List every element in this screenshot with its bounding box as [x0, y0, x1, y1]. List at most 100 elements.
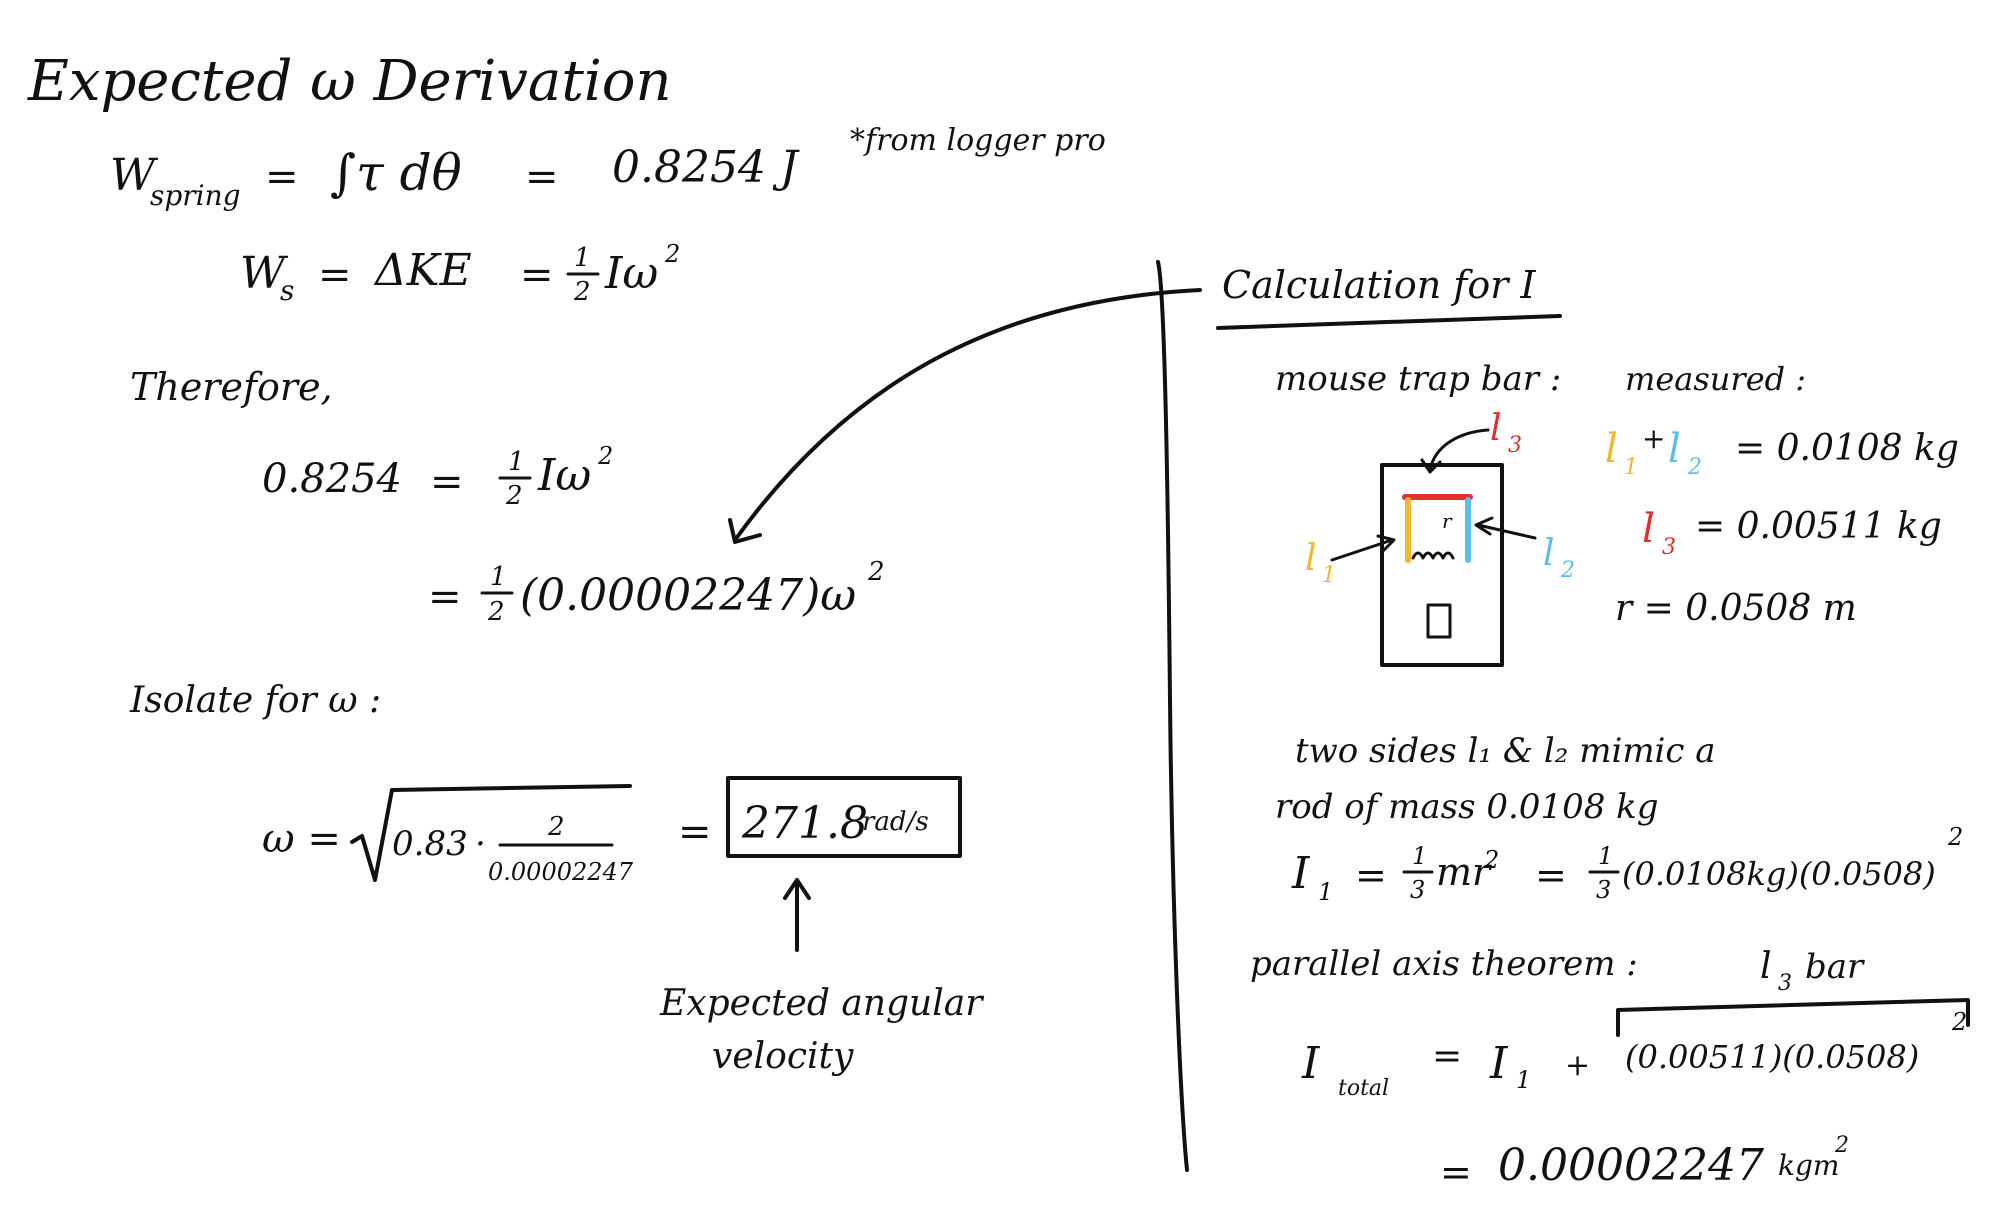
omega-result: 271.8 — [741, 798, 868, 849]
equation-omega-solution: ω = 0.83 · 2 0.00002247 = 271.8 rad/s — [262, 776, 962, 886]
equation-i1: I 1 = 1 3 mr 2 = 1 3 (0.0108kg)(0.0508) … — [1291, 823, 1963, 906]
annotation-line2: velocity — [712, 1036, 854, 1077]
i1-subscript: 1 — [1516, 1066, 1531, 1094]
equation-inertia-plugged: = 1 2 (0.00002247)ω 2 — [428, 557, 885, 627]
w-spring-subscript: spring — [150, 179, 241, 212]
equals-sign: = — [428, 574, 462, 620]
superscript: 2 — [1951, 1008, 1967, 1036]
fraction-denominator: 0.00002247 — [488, 858, 634, 886]
equals-sign: = — [520, 252, 554, 298]
equation-work-spring: W spring = ∫τ dθ = 0.8254 J *from logger… — [110, 123, 1106, 212]
equals-sign: = — [525, 154, 559, 200]
i1-symbol: I — [1489, 1038, 1509, 1089]
fraction-numerator: 1 — [490, 562, 507, 592]
integral-expression: ∫τ dθ — [330, 144, 462, 202]
inertia-omega-expression: (0.00002247)ω — [520, 570, 856, 621]
fraction-denominator: 3 — [1596, 876, 1611, 904]
omega-result-unit: rad/s — [862, 807, 929, 837]
fraction-denominator: 2 — [573, 277, 591, 307]
w-spring-symbol: W — [110, 150, 159, 201]
radius-label: r — [1442, 509, 1453, 533]
superscript: 2 — [664, 240, 680, 268]
fraction-denominator: 2 — [505, 481, 523, 511]
label-l2-sub: 2 — [1560, 558, 1575, 583]
label-l1-sub: 1 — [1322, 563, 1336, 588]
label-l3-sub: 3 — [1508, 433, 1522, 458]
annotation-line1: Expected angular — [659, 983, 984, 1024]
i1-subscript: 1 — [1318, 878, 1333, 906]
mr-expression: mr — [1436, 850, 1493, 894]
final-inertia-unit: kgm — [1778, 1149, 1839, 1182]
i-omega: Iω — [604, 248, 658, 299]
rod-description-1: two sides l₁ & l₂ mimic a — [1295, 731, 1716, 771]
radicand-value: 0.83 — [392, 824, 468, 864]
equation-i-total: I total = I 1 + (0.00511)(0.0508) 2 — [1301, 1008, 1967, 1101]
equation-work-ke: W s = ΔKE = 1 2 Iω 2 — [240, 240, 680, 307]
measured-l3-value: = 0.00511 kg — [1695, 506, 1942, 547]
right-heading: Calculation for I — [1222, 263, 1536, 307]
measured-l3: l — [1642, 506, 1655, 552]
work-number: 0.8254 — [262, 456, 402, 502]
superscript: 2 — [597, 442, 613, 470]
equals-sign: = — [265, 154, 299, 200]
measured-l2-sub: 2 — [1687, 455, 1702, 480]
itotal-subscript: total — [1338, 1076, 1389, 1101]
equals-sign: = — [1535, 853, 1567, 897]
i1-symbol: I — [1291, 848, 1311, 899]
parallel-axis-text: parallel axis theorem : — [1250, 944, 1638, 984]
delta-ke: ΔKE — [373, 245, 472, 296]
fraction-numerator: 1 — [574, 243, 591, 273]
rod-description-2: rod of mass 0.0108 kg — [1275, 787, 1659, 827]
measured-radius: r = 0.0508 m — [1615, 588, 1857, 629]
omega-equals: ω = — [262, 816, 341, 862]
i1-value-expression: (0.0108kg)(0.0508) — [1622, 855, 1936, 893]
trigger-plate — [1426, 603, 1452, 639]
fraction-numerator: 2 — [547, 812, 565, 842]
final-inertia-value: 0.00002247 — [1498, 1140, 1764, 1191]
measured-l1-sub: 1 — [1624, 455, 1638, 480]
measured-l3-sub: 3 — [1662, 535, 1676, 560]
itotal-symbol: I — [1301, 1038, 1321, 1089]
ws-symbol: W — [240, 248, 289, 299]
l2-pointer — [1474, 516, 1537, 540]
parallel-term: (0.00511)(0.0508) — [1625, 1038, 1919, 1076]
therefore-text: Therefore, — [130, 365, 333, 409]
square-root-sign — [350, 784, 632, 882]
superscript: 2 — [1834, 1133, 1849, 1158]
equals-sign: = — [1432, 1036, 1462, 1077]
superscript: 2 — [1947, 823, 1963, 851]
multiply-dot: · — [475, 824, 486, 864]
fraction-denominator: 3 — [1410, 876, 1425, 904]
fraction-numerator: 1 — [508, 447, 525, 477]
l3-bar-symbol: l — [1760, 946, 1772, 987]
label-l1: l — [1305, 538, 1317, 579]
equals-sign: = — [678, 809, 712, 855]
measured-l1: l — [1605, 426, 1618, 472]
fraction-numerator: 1 — [1412, 842, 1427, 870]
page-title: Expected ω Derivation — [27, 49, 672, 114]
measured-l2: l — [1668, 426, 1681, 472]
measured-values: measured : l 1 + l 2 = 0.0108 kg l 3 = 0… — [1605, 360, 1959, 629]
curved-arrow-head — [728, 518, 762, 544]
label-l3: l — [1490, 408, 1502, 449]
equals-sign: = — [318, 252, 352, 298]
mouse-trap-label: mouse trap bar : — [1275, 359, 1561, 399]
isolate-text: Isolate for ω : — [129, 680, 381, 721]
l3-bracket — [1616, 998, 1970, 1037]
result-box — [726, 776, 962, 858]
equals-sign: = — [1355, 853, 1387, 897]
l3-bar-word: bar — [1805, 947, 1865, 987]
l3-pointer — [1420, 428, 1490, 474]
label-l2: l — [1543, 533, 1555, 574]
superscript: 2 — [1483, 846, 1499, 874]
fraction-denominator: 2 — [487, 597, 505, 627]
spring-coil — [1411, 551, 1455, 560]
l3-bar-subscript: 3 — [1778, 971, 1792, 996]
plus-sign: + — [1565, 1048, 1590, 1083]
trap-board — [1380, 463, 1504, 667]
ws-subscript: s — [280, 274, 294, 307]
vertical-divider — [1156, 260, 1189, 1172]
mouse-trap-diagram: r l 3 l 1 l 2 — [1305, 408, 1575, 667]
logger-pro-note: *from logger pro — [850, 123, 1106, 158]
curved-arrow — [733, 288, 1202, 542]
